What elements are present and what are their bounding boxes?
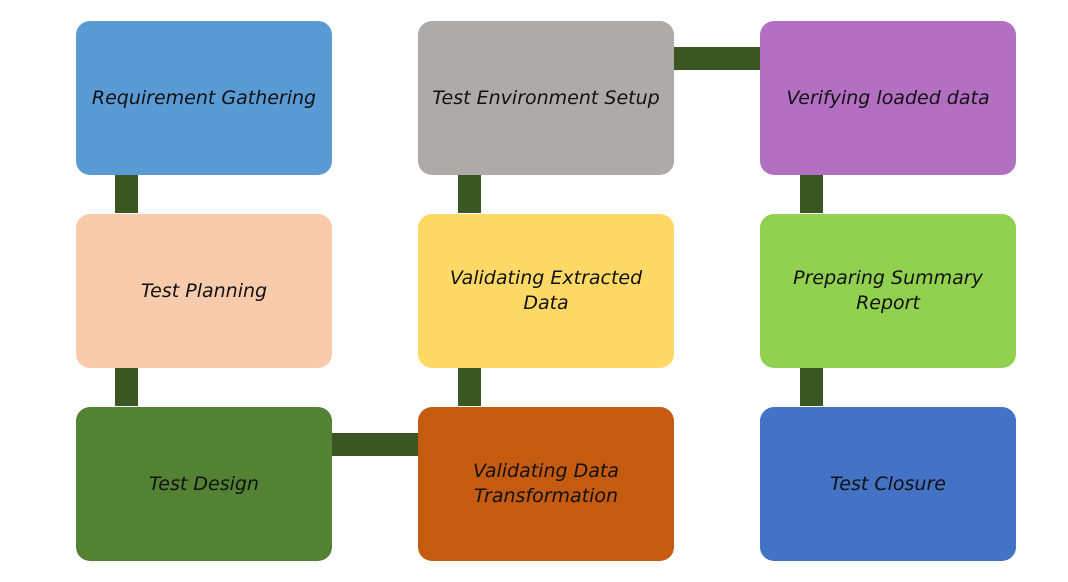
connector-3-4 — [332, 433, 418, 456]
step-validating-data-transformation: Validating Data Transformation — [418, 407, 674, 561]
step-label: Test Design — [149, 472, 259, 495]
step-requirement-gathering: Requirement Gathering — [76, 21, 332, 175]
step-label: Verifying loaded data — [786, 86, 990, 109]
connector-4-5 — [458, 368, 481, 406]
step-label: Test Planning — [140, 279, 268, 302]
connector-6-7 — [674, 47, 760, 70]
connector-5-6 — [458, 175, 481, 213]
connector-7-8 — [800, 175, 823, 213]
connector-2-3 — [115, 368, 138, 406]
step-test-closure: Test Closure — [760, 407, 1016, 561]
step-label: Test Closure — [830, 472, 946, 495]
step-label: Test Environment Setup — [432, 86, 660, 109]
step-label: Validating Extracted Data — [449, 267, 643, 314]
step-label: Requirement Gathering — [91, 86, 317, 109]
step-test-design: Test Design — [76, 407, 332, 561]
step-label: Preparing Summary Report — [793, 267, 983, 314]
step-validating-extracted-data: Validating Extracted Data — [418, 214, 674, 368]
step-test-planning: Test Planning — [76, 214, 332, 368]
step-verifying-loaded-data: Verifying loaded data — [760, 21, 1016, 175]
connector-1-2 — [115, 175, 138, 213]
step-label: Validating Data Transformation — [473, 460, 619, 507]
connector-8-9 — [800, 368, 823, 406]
step-test-environment-setup: Test Environment Setup — [418, 21, 674, 175]
step-preparing-summary-report: Preparing Summary Report — [760, 214, 1016, 368]
